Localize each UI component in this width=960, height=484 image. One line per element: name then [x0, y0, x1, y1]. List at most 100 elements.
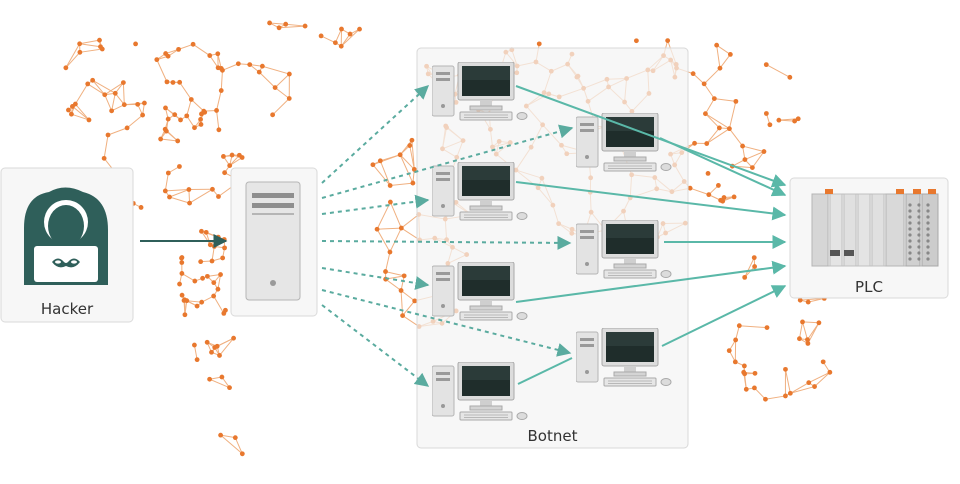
map-link [401, 214, 418, 228]
plc-label: PLC [790, 278, 948, 296]
command-arrow [322, 305, 428, 386]
map-node [177, 80, 182, 85]
map-node [198, 117, 203, 122]
map-node [175, 139, 180, 144]
map-node [798, 298, 803, 303]
map-node [270, 112, 275, 117]
map-node [303, 24, 308, 29]
map-node [796, 116, 801, 121]
map-node [768, 122, 773, 127]
map-node [212, 345, 217, 350]
map-node [221, 154, 226, 159]
map-node [230, 153, 235, 158]
map-link [390, 228, 401, 252]
plc-terminal [908, 227, 911, 230]
map-node [742, 275, 747, 280]
map-link [373, 155, 400, 165]
map-node [800, 320, 805, 325]
map-node [400, 313, 405, 318]
plc-terminal [917, 239, 920, 242]
map-node [277, 25, 282, 30]
map-node [370, 162, 375, 167]
map-link [286, 24, 305, 26]
map-node [207, 53, 212, 58]
map-node [765, 325, 770, 330]
map-link [400, 155, 413, 183]
map-link [193, 44, 210, 55]
map-node [140, 113, 145, 118]
map-node [218, 433, 223, 438]
map-link [790, 387, 814, 394]
plc-terminal [926, 209, 929, 212]
map-node [180, 293, 185, 298]
map-link [222, 64, 238, 71]
map-link [729, 129, 742, 146]
map-node [727, 126, 732, 131]
map-node [210, 259, 215, 264]
map-node [752, 255, 757, 260]
map-link [377, 228, 401, 229]
map-node [218, 272, 223, 277]
map-node [69, 112, 74, 117]
map-node [220, 375, 225, 380]
map-node [267, 21, 272, 26]
map-link [799, 322, 802, 339]
command-arrow [322, 200, 428, 214]
map-node [764, 111, 769, 116]
map-link [123, 83, 124, 105]
map-link [707, 128, 720, 144]
map-link [108, 128, 127, 135]
map-node [142, 101, 147, 106]
map-node [733, 338, 738, 343]
map-node [817, 320, 822, 325]
map-node [97, 38, 102, 43]
map-node [783, 367, 788, 372]
map-node [211, 280, 216, 285]
map-link [221, 70, 222, 90]
map-node [215, 51, 220, 56]
map-link [380, 161, 390, 186]
map-link [717, 45, 731, 54]
map-node [163, 51, 168, 56]
map-node [752, 264, 757, 269]
map-link [785, 369, 790, 393]
map-node [634, 38, 639, 43]
map-node [216, 194, 221, 199]
map-node [788, 391, 793, 396]
map-node [227, 385, 232, 390]
map-node [217, 353, 222, 358]
map-node [189, 97, 194, 102]
map-node [753, 371, 758, 376]
map-link [262, 66, 289, 74]
map-node [716, 183, 721, 188]
map-link [80, 44, 101, 47]
map-node [827, 370, 832, 375]
map-node [66, 108, 71, 113]
map-node [179, 256, 184, 261]
map-node [333, 40, 338, 45]
map-node [702, 81, 707, 86]
map-node [257, 70, 262, 75]
map-link [766, 65, 790, 78]
map-link [191, 99, 204, 111]
map-node [283, 22, 288, 27]
map-node [665, 38, 670, 43]
map-node [763, 397, 768, 402]
map-node [776, 118, 781, 123]
map-link [790, 383, 808, 394]
map-node [179, 271, 184, 276]
map-node [204, 230, 209, 235]
map-node [399, 226, 404, 231]
map-link [373, 165, 390, 186]
map-link [180, 82, 192, 99]
plc-rack-icon [812, 189, 938, 266]
map-node [201, 109, 206, 114]
map-node [209, 350, 214, 355]
map-node [177, 282, 182, 287]
map-node [743, 157, 748, 162]
map-link [112, 93, 116, 111]
map-node [728, 52, 733, 57]
map-node [184, 113, 189, 118]
map-node [714, 43, 719, 48]
map-node [192, 279, 197, 284]
